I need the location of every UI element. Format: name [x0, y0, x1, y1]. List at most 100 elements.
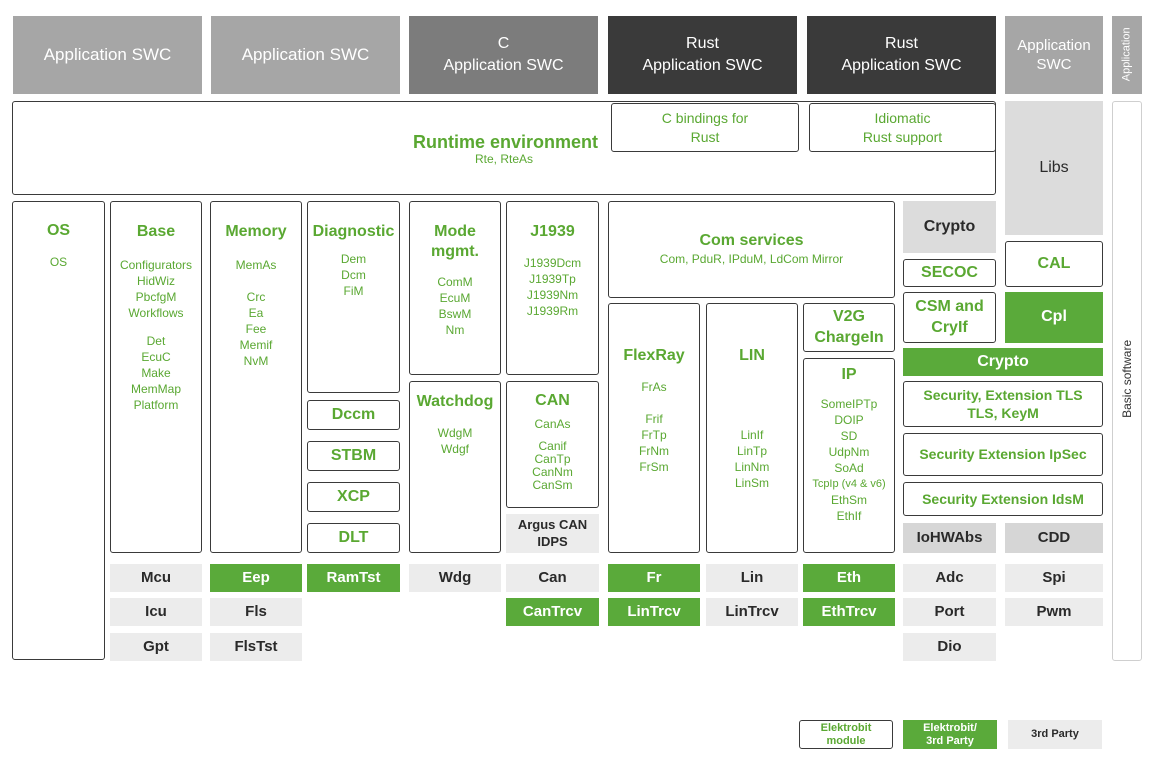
adc-label: Adc: [935, 569, 964, 587]
lin-item: LinIf: [740, 428, 764, 443]
base-item: Det: [146, 334, 166, 349]
flexray-stack: FlexRay FrAs Frif FrTp FrNm FrSm: [608, 303, 700, 553]
crypto-gray-label: Crypto: [923, 217, 976, 235]
can-item: Canif: [538, 439, 567, 454]
mcal-flstst: FlsTst: [210, 633, 302, 661]
c-bindings-for-rust: C bindings for Rust: [611, 103, 799, 152]
can-driver-label: Can: [538, 569, 567, 587]
mcal-mcu: Mcu: [110, 564, 202, 592]
ip-title: IP: [841, 366, 857, 383]
base-item: HidWiz: [136, 274, 175, 289]
can-item: CanTp: [534, 452, 571, 467]
app-swc-1: Application SWC: [13, 16, 202, 94]
dlt-module: DLT: [307, 523, 400, 553]
base-title: Base: [136, 223, 176, 240]
ip-item: SomeIPTp: [820, 397, 878, 412]
secoc: SECOC: [903, 259, 996, 287]
rte-sub: Rte, RteAs: [475, 152, 534, 166]
dccm-label: Dccm: [331, 405, 376, 423]
mcu-label: Mcu: [141, 569, 171, 587]
legend-eb3-line1: Elektrobit/: [923, 721, 977, 734]
mcal-lin: Lin: [706, 564, 798, 592]
watchdog-title: Watchdog: [416, 393, 494, 410]
mcal-eep: Eep: [210, 564, 302, 592]
j1939-item: J1939Dcm: [523, 256, 582, 271]
mcal-lintrcv-green: LinTrcv: [608, 598, 700, 626]
flexray-item: FrAs: [641, 380, 667, 395]
mode-item: BswM: [438, 306, 472, 321]
app-swc-6-line1: Application: [1017, 36, 1091, 54]
wdg-label: Wdg: [438, 569, 472, 587]
ip-item: SoAd: [834, 461, 864, 476]
ethtrcv-label: EthTrcv: [821, 603, 877, 621]
lintrcv-green-label: LinTrcv: [627, 603, 681, 621]
crypto-gray: Crypto: [903, 201, 996, 253]
stbm-module: STBM: [307, 441, 400, 471]
rust-app-swc-2-line1: Rust: [885, 34, 918, 52]
security-extension-idsm: Security Extension IdsM: [903, 482, 1103, 516]
mode-item: ComM: [437, 274, 473, 289]
ramtst-label: RamTst: [326, 569, 381, 587]
crypto-green: Crypto: [903, 348, 1103, 376]
flexray-item: Frif: [645, 412, 663, 427]
libs-label: Libs: [1039, 158, 1069, 176]
rust-app-swc-1: Rust Application SWC: [608, 16, 797, 94]
ip-item: TcpIp (v4 & v6): [812, 478, 886, 491]
j1939-title: J1939: [530, 223, 575, 240]
base-item: PbcfgM: [135, 290, 177, 305]
can-item: CanAs: [534, 417, 571, 432]
xcp-label: XCP: [337, 487, 370, 505]
cal: CAL: [1005, 241, 1103, 287]
eth-label: Eth: [836, 569, 862, 587]
gpt-label: Gpt: [143, 638, 169, 656]
diagnostic-item: Dcm: [341, 268, 366, 283]
app-swc-6: Application SWC: [1005, 16, 1103, 94]
cal-label: CAL: [1037, 254, 1071, 272]
j1939-item: J1939Tp: [529, 272, 576, 287]
ip-item: EthIf: [836, 509, 862, 524]
ip-stack: IP SomeIPTp DOIP SD UdpNm SoAd TcpIp (v4…: [803, 358, 895, 553]
os-item: OS: [49, 255, 68, 270]
base-item: Workflows: [128, 306, 184, 321]
application-side-label: Application: [1120, 27, 1133, 82]
base-item: Configurators: [119, 258, 193, 273]
csm-line2: CryIf: [931, 318, 968, 336]
security-extension-tls: Security, Extension TLS TLS, KeyM: [903, 381, 1103, 427]
csm-cryif: CSM and CryIf: [903, 292, 996, 343]
argus-can-idps: Argus CAN IDPS: [506, 514, 599, 553]
sec-ipsec-label: Security Extension IpSec: [919, 446, 1087, 463]
basic-software-side-bar: Basic software: [1112, 101, 1142, 661]
lin-item: LinTp: [736, 444, 768, 459]
j1939-item: J1939Nm: [526, 288, 579, 303]
c-app-swc-line2: Application SWC: [443, 57, 564, 74]
mcal-eth: Eth: [803, 564, 895, 592]
app-swc-2: Application SWC: [211, 16, 400, 94]
base-item: Platform: [133, 398, 179, 413]
memory-item: MemAs: [235, 258, 277, 273]
c-bindings-line2: Rust: [690, 129, 720, 145]
diagnostic-item: FiM: [343, 284, 364, 299]
c-bindings-line1: C bindings for: [661, 109, 749, 126]
com-services-title: Com services: [699, 231, 804, 249]
mode-item: Nm: [445, 322, 465, 337]
base-item: MemMap: [130, 382, 181, 397]
mcal-spi: Spi: [1005, 564, 1103, 592]
cpl: Cpl: [1005, 292, 1103, 343]
app-swc-1-label: Application SWC: [43, 45, 172, 65]
sec-idsm-label: Security Extension IdsM: [922, 490, 1084, 507]
com-services: Com services Com, PduR, IPduM, LdCom Mir…: [608, 201, 895, 298]
diagnostic-stack: Diagnostic Dem Dcm FiM: [307, 201, 400, 393]
watchdog-item: Wdgf: [440, 442, 469, 457]
mcal-ethtrcv: EthTrcv: [803, 598, 895, 626]
mcal-fls: Fls: [210, 598, 302, 626]
v2g-line1: V2G: [832, 308, 865, 326]
mode-mgmt-stack: Mode mgmt. ComM EcuM BswM Nm: [409, 201, 501, 375]
mode-item: EcuM: [439, 290, 471, 305]
mcal-wdg: Wdg: [409, 564, 501, 592]
diagnostic-title: Diagnostic: [312, 223, 395, 240]
can-stack: CAN CanAs Canif CanTp CanNm CanSm: [506, 381, 599, 508]
base-item: EcuC: [141, 350, 171, 365]
mode-title-line1: Mode: [434, 223, 476, 240]
sec-tls-line2: TLS, KeyM: [967, 405, 1039, 421]
mcal-dio: Dio: [903, 633, 996, 661]
